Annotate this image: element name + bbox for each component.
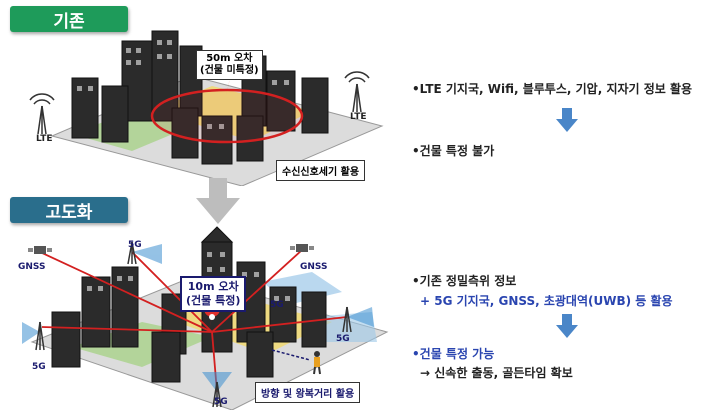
advanced-error-callout: 10m 오차 (건물 특정)	[180, 276, 247, 312]
legacy-down-arrow	[556, 108, 578, 136]
advanced-tag: 고도화	[10, 197, 128, 223]
lte-tower-label-left: LTE	[36, 134, 53, 144]
legacy-tag: 기존	[10, 6, 128, 32]
advanced-result-line1: •건물 특정 가능	[412, 347, 495, 361]
gnss-label-left: GNSS	[18, 262, 46, 272]
fiveg-label-bottom: 5G	[214, 397, 228, 407]
advanced-error-value: 10m 오차	[187, 280, 239, 293]
advanced-down-arrow	[556, 314, 578, 342]
advanced-error-note: (건물 특정)	[186, 294, 241, 307]
legacy-error-note: (건물 미특정)	[200, 65, 259, 76]
advanced-direction-note: 방향 및 왕복거리 활용	[255, 382, 361, 403]
fiveg-label-right: 5G	[336, 334, 350, 344]
fiveg-label-top: 5G	[128, 240, 142, 250]
transition-arrow	[196, 178, 240, 228]
advanced-bullet-line2: + 5G 기지국, GNSS, 초광대역(UWB) 등 활용	[420, 294, 673, 308]
legacy-signal-note: 수신신호세기 활용	[276, 160, 366, 181]
lte-tower-label-right: LTE	[350, 112, 367, 122]
fiveg-label-left: 5G	[32, 362, 46, 372]
advanced-result-line2: → 신속한 출동, 골든타임 확보	[420, 366, 573, 380]
legacy-result: •건물 특정 불가	[412, 144, 495, 158]
legacy-error-callout: 50m 오차 (건물 미특정)	[196, 50, 263, 80]
advanced-bullet-line1: •기존 정밀측위 정보	[412, 274, 517, 288]
gnss-label-right: GNSS	[300, 262, 328, 272]
legacy-bullet: •LTE 기지국, Wifi, 블루투스, 기압, 지자기 정보 활용	[412, 82, 693, 96]
legacy-error-value: 50m 오차	[206, 53, 253, 64]
fiveg-label-mid: 5G	[270, 300, 284, 310]
